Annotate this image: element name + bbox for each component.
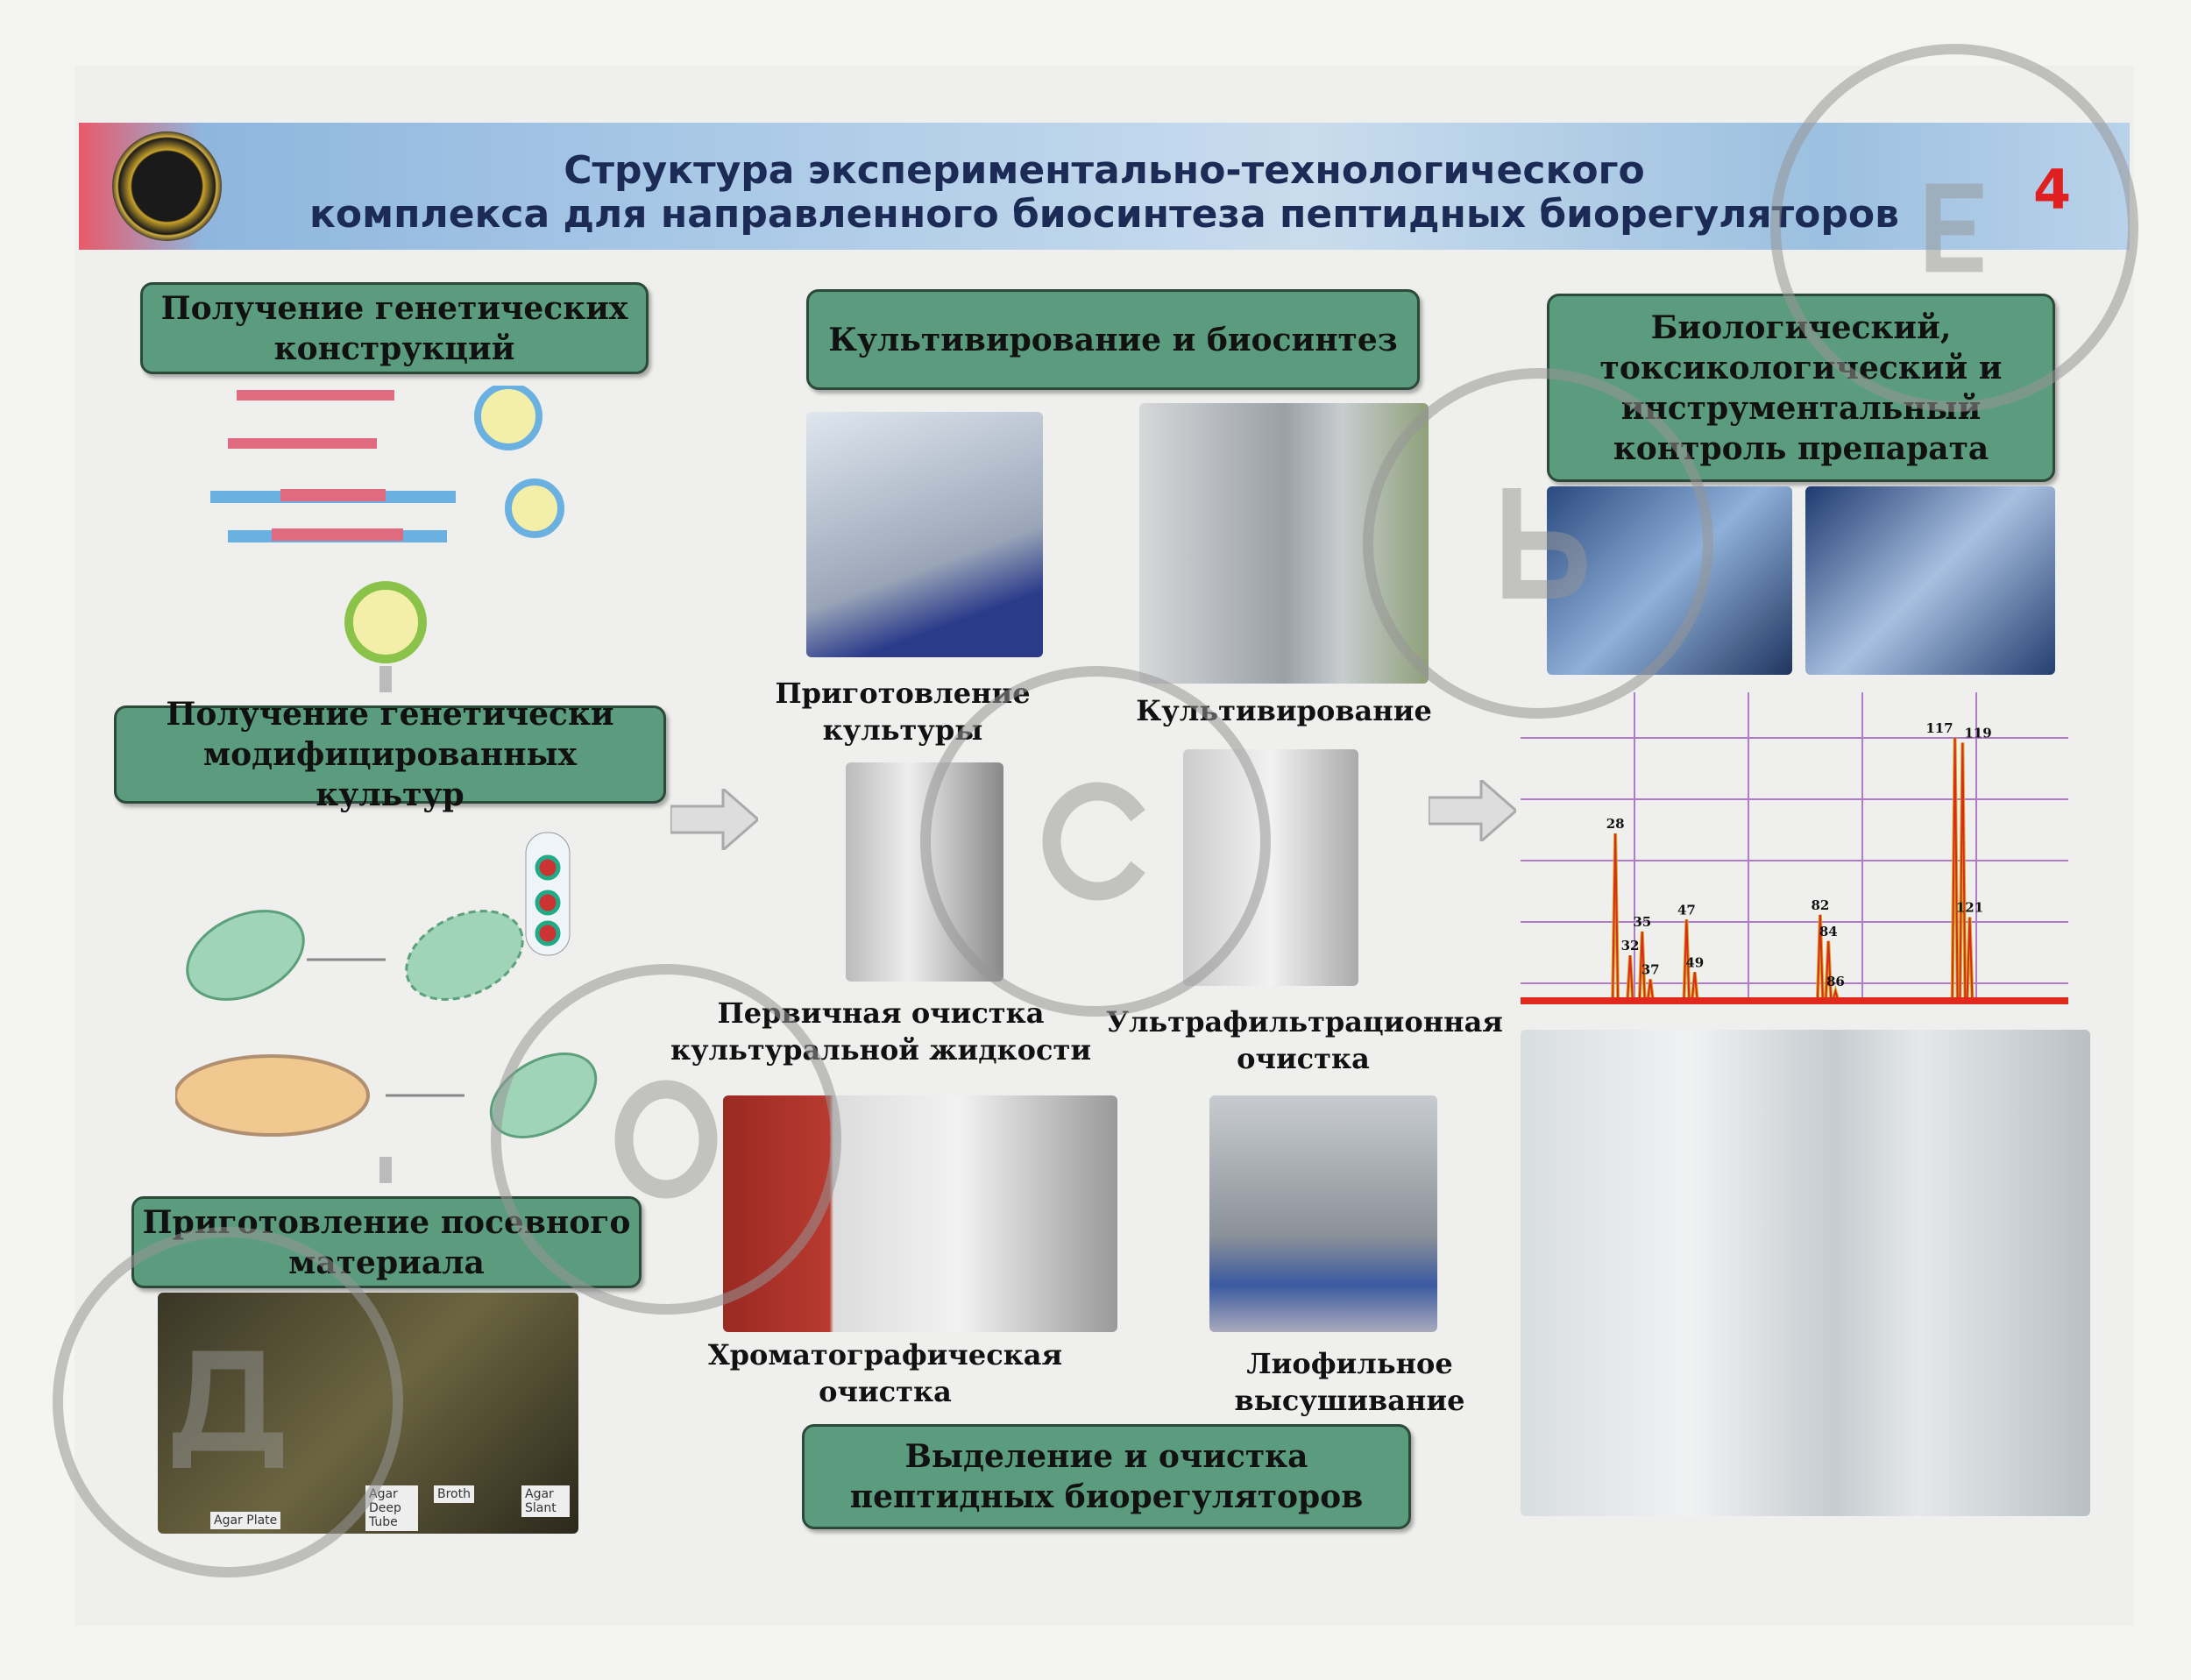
box-genetic-constructs: Получение генетических конструкций [140, 282, 649, 374]
lab-equipment-photo-1 [1547, 486, 1792, 675]
title-line-1: Структура экспериментально-технологическ… [564, 148, 1645, 193]
label-agar-slant: Agar Slant [521, 1485, 570, 1517]
peak-label: 86 [1826, 974, 1845, 989]
label-broth: Broth [434, 1485, 474, 1503]
caption-culture-prep: Приготовление культуры [775, 677, 1031, 747]
peak-label: 82 [1811, 897, 1829, 913]
centrifuge-photo [846, 762, 1003, 982]
peak-label: 32 [1621, 938, 1640, 953]
genetic-construct-diagram [210, 386, 564, 692]
peak-label: 35 [1633, 914, 1651, 930]
box-gm-cultures: Получение генетически модифицированных к… [114, 696, 666, 813]
caption-ultrafiltration: Ультрафильтрационная очистка [1106, 1005, 1503, 1075]
peak-label: 28 [1606, 816, 1625, 832]
peak-label: 49 [1685, 954, 1704, 970]
label-agar-deep-tube: Agar Deep Tube [365, 1485, 418, 1531]
chromatogram-chart: 28 32 35 37 47 49 82 84 86 117 119 121 [1521, 692, 2068, 1004]
trace-yellow [1521, 737, 2068, 1003]
emblem-logo [112, 131, 222, 241]
shaker-incubator-photo [806, 412, 1043, 657]
box-control: Биологический, токсикологический и инстр… [1547, 294, 2055, 482]
arrow-right-icon [670, 789, 758, 850]
peak-label: 84 [1819, 924, 1838, 939]
bacteria-transformation-diagram [175, 832, 598, 1183]
hplc-system-photo [1521, 1030, 2090, 1516]
caption-primary-purification: Первичная очистка культуральной жидкости [670, 996, 1092, 1067]
ultrafiltration-unit-photo [1183, 749, 1358, 986]
arrow-right-icon [1429, 780, 1516, 841]
freeze-dryer-photo [1209, 1095, 1437, 1332]
box-cultivation: Культивирование и биосинтез [806, 289, 1420, 390]
peak-label: 47 [1677, 902, 1696, 918]
caption-cultivation: Культивирование [1136, 694, 1432, 727]
page-title: Структура экспериментально-технологическ… [228, 149, 1981, 237]
baseline [1521, 997, 2068, 1004]
bioreactor-photo [1139, 403, 1429, 684]
page-number: 4 [2033, 158, 2072, 222]
peak-label: 117 [1925, 720, 1953, 736]
title-line-2: комплекса для направленного биосинтеза п… [309, 192, 1899, 237]
peak-label: 37 [1641, 961, 1660, 977]
label-agar-plate: Agar Plate [210, 1512, 281, 1529]
title-banner [79, 123, 2130, 250]
peak-label: 119 [1964, 725, 1991, 741]
caption-chromatography: Хроматографическая очистка [707, 1338, 1063, 1408]
peak-label: 121 [1956, 900, 1983, 916]
caption-lyophilization: Лиофильное высушивание [1234, 1347, 1465, 1417]
box-isolation: Выделение и очистка пептидных биорегулят… [802, 1424, 1411, 1529]
trace-red [1521, 737, 2068, 1002]
lab-equipment-photo-2 [1805, 486, 2055, 675]
chromatography-system-photo [723, 1095, 1117, 1332]
box-seed-material: Приготовление посевного материала [131, 1196, 642, 1288]
